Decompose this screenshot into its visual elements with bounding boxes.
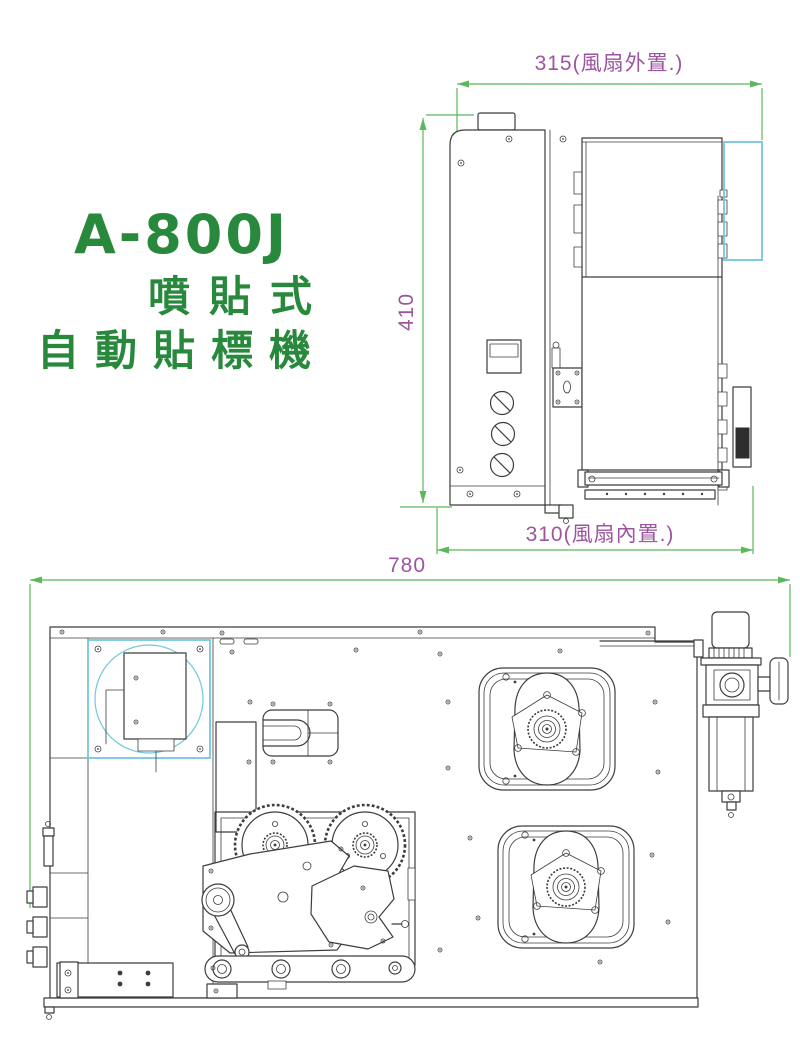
print-head-highlight-box	[87, 639, 211, 759]
top-view: 780	[26, 554, 791, 1020]
filter-bowl	[708, 716, 754, 792]
dimension-bottom-width-label: 310(風扇內置.)	[526, 523, 675, 546]
dimension-top-width-label: 315(風扇外置.)	[535, 52, 684, 75]
product-subtitle: 噴貼式	[148, 272, 332, 321]
side-view: 315(風扇外置.) 410 310(風扇內置.)	[395, 52, 763, 554]
dimension-overall-width: 780	[29, 554, 791, 908]
dimension-bottom-width: 310(風扇內置.)	[436, 486, 754, 554]
dimension-top-width: 315(風扇外置.)	[456, 52, 763, 152]
print-head-highlight-circle	[94, 644, 204, 754]
fan-housing	[581, 137, 763, 506]
external-fan-highlight	[723, 141, 763, 261]
label-reel-mechanism	[201, 803, 416, 999]
slide-rail	[544, 469, 730, 524]
dimension-height: 410	[395, 114, 474, 508]
print-head-area	[87, 639, 211, 773]
adjust-knobs	[489, 390, 516, 478]
regulator-knob	[711, 611, 750, 649]
pneumatic-filter-regulator	[599, 611, 789, 818]
model-number: A-800J	[74, 203, 290, 266]
control-display	[486, 339, 522, 374]
product-name: 自動貼標機	[37, 326, 328, 375]
guide-block	[262, 701, 339, 765]
side-cabinet	[449, 112, 584, 506]
latch-block	[551, 341, 583, 408]
dimension-height-label: 410	[395, 293, 418, 331]
dimension-overall-width-label: 780	[388, 554, 426, 577]
sensor-pad	[735, 427, 750, 459]
left-edge-fittings	[26, 821, 174, 1020]
roller-bar	[204, 955, 416, 999]
